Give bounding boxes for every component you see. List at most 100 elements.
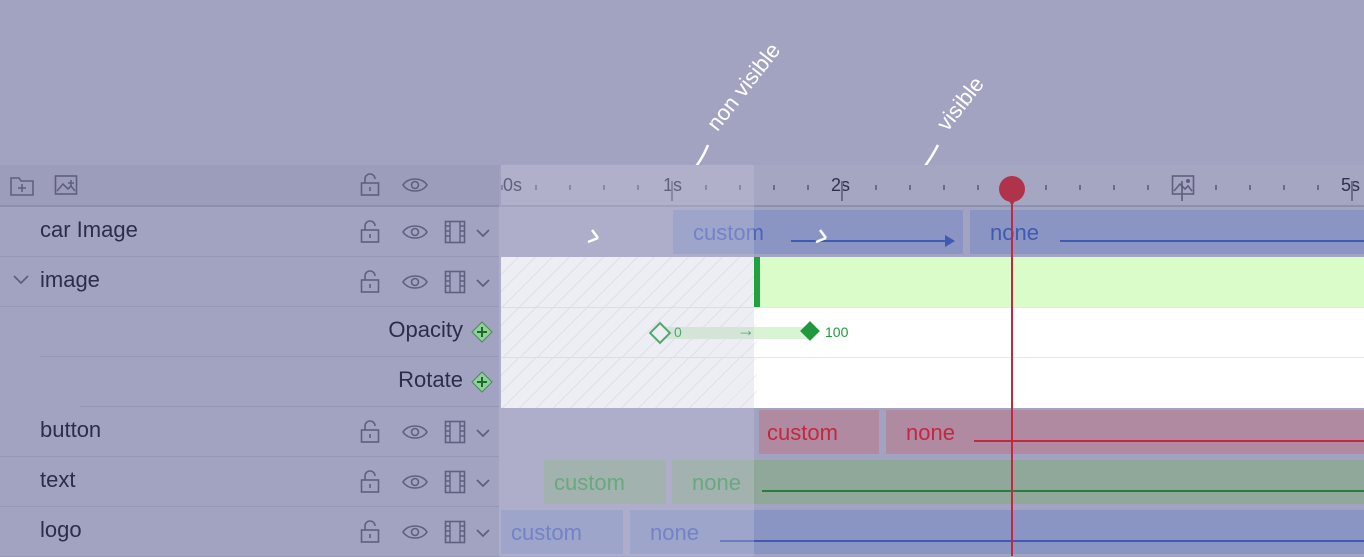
layers-panel: car Image image Opacity Rotate button te… [0,207,499,557]
layer-name: button [40,417,102,442]
chevron-down-icon[interactable] [475,477,491,495]
eye-icon[interactable] [402,224,428,245]
film-strip-icon[interactable] [444,220,466,249]
lock-icon[interactable] [360,173,380,202]
ruler-tick [943,185,945,190]
add-folder-icon[interactable] [10,174,34,201]
playhead-pointer [1005,194,1019,206]
add-image-icon[interactable] [54,173,78,202]
layer-name: text [40,467,76,492]
chevron-down-icon[interactable] [475,277,491,295]
segment-custom[interactable]: custom [501,510,623,554]
eye-icon[interactable] [402,474,428,495]
segment-none[interactable]: none [672,460,1364,504]
ruler-tick [1045,185,1047,190]
chevron-down-icon[interactable] [475,527,491,545]
eye-icon[interactable] [402,424,428,445]
transition-arrow-icon [945,235,955,247]
ruler-tick [875,185,877,190]
property-row-rotate[interactable]: Rotate [80,357,499,407]
lock-icon[interactable] [360,470,380,499]
add-keyframe-icon[interactable] [471,371,493,398]
film-strip-icon[interactable] [444,520,466,549]
lock-icon[interactable] [360,220,380,249]
ruler-tick [807,185,809,190]
track-opacity: 0 → 100 [501,307,1364,358]
film-strip-icon[interactable] [444,470,466,499]
film-strip-icon[interactable] [444,420,466,449]
keyframe-range[interactable] [661,327,811,339]
track-text: custom none [501,457,1364,507]
ruler-tick [1283,185,1285,190]
segment-none[interactable]: none [630,510,1364,554]
track-button: custom none [501,407,1364,457]
ruler-tick [977,185,979,190]
segment-label: none [692,470,741,495]
segment-custom[interactable]: custom [759,410,879,454]
layer-row-text[interactable]: text [0,457,499,507]
track-image [501,257,1364,307]
non-visible-region [499,165,754,556]
ruler-tick [773,185,775,190]
segment-label: custom [767,420,838,445]
ruler-tick [739,185,741,190]
ruler-tick [705,185,707,190]
image-marker-icon [1171,173,1195,202]
ruler-tick [603,185,605,190]
segment-none[interactable]: none [886,410,1364,454]
ruler-label-2s: 2s [831,175,850,196]
ruler-tick [909,185,911,190]
layer-name: image [40,267,100,292]
layer-row-image[interactable]: image [0,257,499,307]
lock-icon[interactable] [360,520,380,549]
layer-row-car-image[interactable]: car Image [0,207,499,257]
property-name: Rotate [398,367,463,392]
ruler-tick [637,185,639,190]
keyframe-start-value: 0 [674,324,682,340]
add-keyframe-icon[interactable] [471,321,493,348]
image-visible-bar[interactable] [754,257,1364,307]
arrow-non-visible [695,144,710,165]
image-start-handle[interactable] [754,257,760,307]
film-strip-icon[interactable] [444,270,466,299]
ruler-tick [1113,185,1115,190]
track-logo: custom none [501,507,1364,556]
ruler-tick [1215,185,1217,190]
chevron-down-icon[interactable] [475,227,491,245]
transition-line [1060,240,1364,242]
ruler-tick [1181,181,1183,201]
segment-custom[interactable]: custom [544,460,666,504]
eye-icon[interactable] [402,524,428,545]
ruler-tick [1317,185,1319,190]
segment-label: custom [693,220,764,245]
lock-icon[interactable] [360,420,380,449]
transition-line [762,490,1364,492]
segment-label: custom [511,520,582,545]
chevron-down-icon[interactable] [475,427,491,445]
timeline-tracks[interactable]: custom none 0 → 100 custom none [501,207,1364,556]
layer-row-button[interactable]: button [0,407,499,457]
ruler-label-5s: 5s [1341,175,1360,196]
track-rotate [501,357,1364,408]
layer-name: logo [40,517,82,542]
ruler-label-0s: 0s [503,175,523,195]
property-name: Opacity [388,317,463,342]
time-ruler[interactable]: 0s 1s 2s 5s [499,165,1364,207]
playhead-line[interactable] [1011,176,1013,556]
ruler-tick [1079,185,1081,190]
track-car-image: custom none [501,207,1364,257]
arrow-right-icon: → [737,320,755,340]
segment-label: none [650,520,699,545]
segment-label: none [906,420,955,445]
chevron-down-icon[interactable] [12,273,30,291]
annotation-arrows [695,144,940,165]
ruler-tick [501,185,503,190]
eye-icon[interactable] [402,177,428,198]
transition-line [974,440,1364,442]
property-row-opacity[interactable]: Opacity [40,307,499,357]
lock-icon[interactable] [360,270,380,299]
segment-none[interactable]: none [970,210,1364,254]
segment-label: custom [554,470,625,495]
eye-icon[interactable] [402,274,428,295]
ruler-tick [535,185,537,190]
